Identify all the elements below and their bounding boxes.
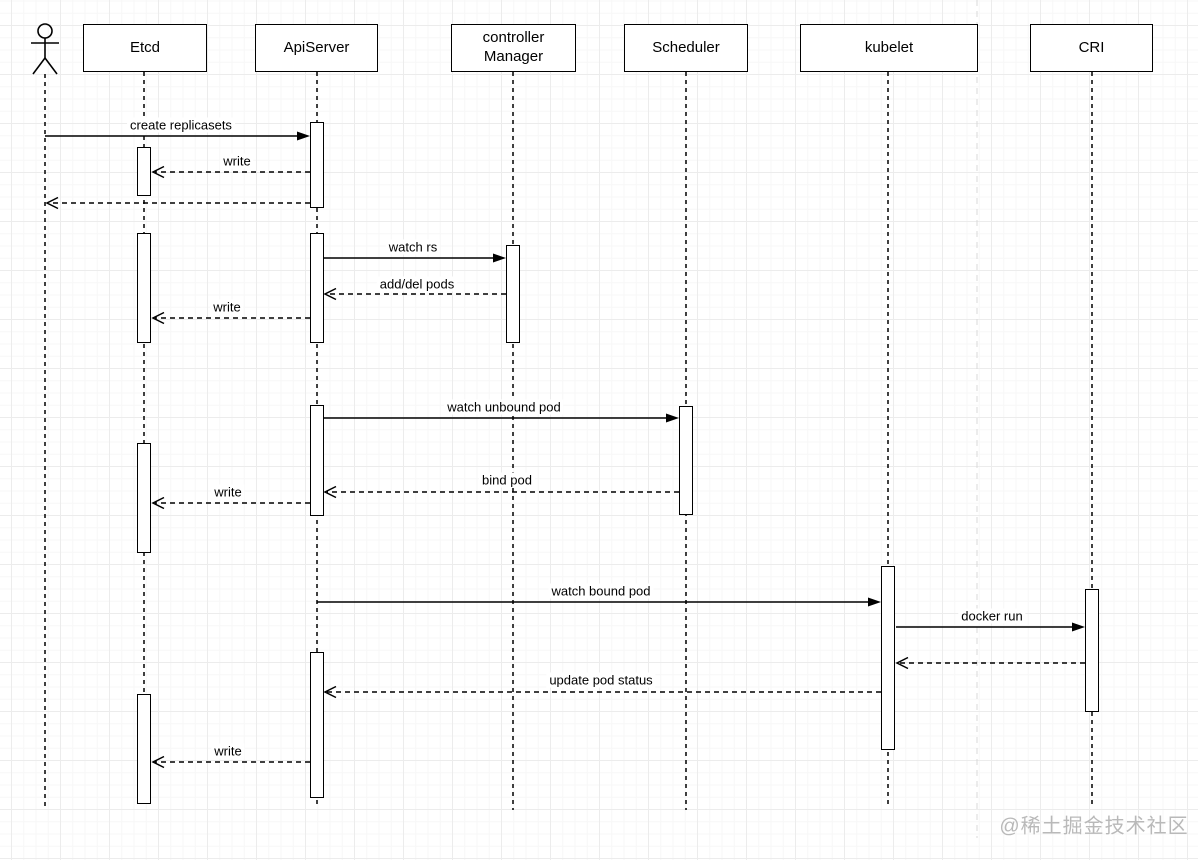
- message-label-write-4: write: [211, 743, 245, 759]
- message-label-watch-unbound-pod: watch unbound pod: [444, 399, 564, 415]
- message-label-write-3: write: [211, 484, 245, 500]
- activation-bar-scheduler: [679, 406, 693, 515]
- activation-bar-kubelet: [881, 566, 895, 750]
- activation-bar-etcd-3: [137, 443, 151, 553]
- message-label-bind-pod: bind pod: [479, 472, 535, 488]
- message-label-update-pod-status: update pod status: [546, 672, 656, 688]
- message-label-write-1: write: [220, 153, 254, 169]
- message-line-return-to-kubelet: [895, 656, 1085, 670]
- message-line-return-to-user: [45, 196, 310, 210]
- message-label-write-2: write: [210, 299, 244, 315]
- message-line-watch-unbound-pod: [324, 413, 679, 423]
- message-label-create-replicasets: create replicasets: [127, 117, 235, 133]
- participant-box-scheduler: Scheduler: [624, 24, 748, 72]
- activation-bar-etcd-2: [137, 233, 151, 343]
- message-line-watch-rs: [324, 253, 506, 263]
- participant-box-apiserver: ApiServer: [255, 24, 378, 72]
- activation-bar-controller-manager: [506, 245, 520, 343]
- message-line-write-3: [151, 496, 310, 510]
- message-line-docker-run: [896, 622, 1085, 632]
- participant-box-controller-manager: controller Manager: [451, 24, 576, 72]
- participant-box-cri: CRI: [1030, 24, 1153, 72]
- activation-bar-apiserver-3: [310, 405, 324, 516]
- activation-bar-apiserver-4: [310, 652, 324, 798]
- message-line-write-2: [151, 311, 310, 325]
- message-label-docker-run: docker run: [958, 608, 1026, 624]
- activation-bar-etcd-1: [137, 147, 151, 196]
- message-line-create-replicasets: [45, 131, 310, 141]
- watermark: @稀土掘金技术社区: [999, 815, 1189, 838]
- activation-bar-apiserver-2: [310, 233, 324, 343]
- message-line-watch-bound-pod: [317, 597, 881, 607]
- message-label-watch-bound-pod: watch bound pod: [548, 583, 654, 599]
- participant-box-etcd: Etcd: [83, 24, 207, 72]
- message-line-update-pod-status: [323, 685, 881, 699]
- activation-bar-cri: [1085, 589, 1099, 712]
- message-line-add-del-pods: [323, 287, 506, 301]
- message-line-bind-pod: [323, 485, 679, 499]
- message-label-watch-rs: watch rs: [385, 239, 441, 255]
- actor-icon: [31, 23, 59, 75]
- message-line-write-1: [151, 165, 310, 179]
- activation-bar-etcd-4: [137, 694, 151, 804]
- message-label-add-del-pods: add/del pods: [376, 276, 458, 292]
- activation-bar-apiserver-1: [310, 122, 324, 208]
- participant-box-kubelet: kubelet: [800, 24, 978, 72]
- message-line-write-4: [151, 755, 310, 769]
